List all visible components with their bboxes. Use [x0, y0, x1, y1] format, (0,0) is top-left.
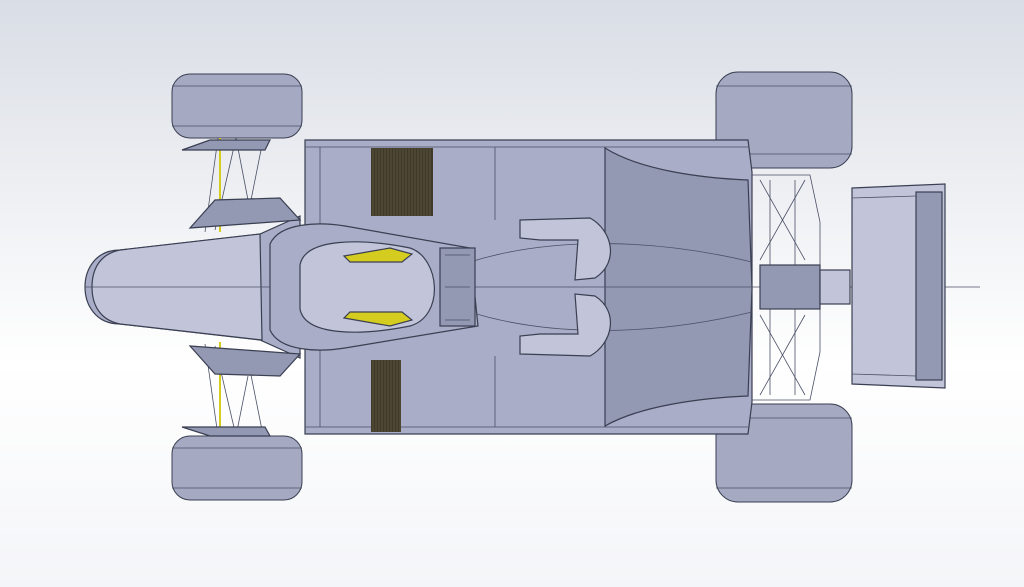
cockpit	[269, 223, 479, 351]
right-radiator-vent	[371, 360, 401, 432]
nose-cone	[84, 197, 980, 377]
rear-right-tire[interactable]	[715, 403, 853, 503]
rear-wing	[851, 183, 946, 389]
rear-suspension	[752, 174, 851, 401]
left-radiator-vent	[371, 148, 433, 216]
front-left-tire[interactable]	[171, 73, 303, 139]
front-right-tire[interactable]	[171, 435, 303, 501]
air-intakes	[519, 217, 611, 357]
rear-left-tire[interactable]	[715, 71, 853, 169]
